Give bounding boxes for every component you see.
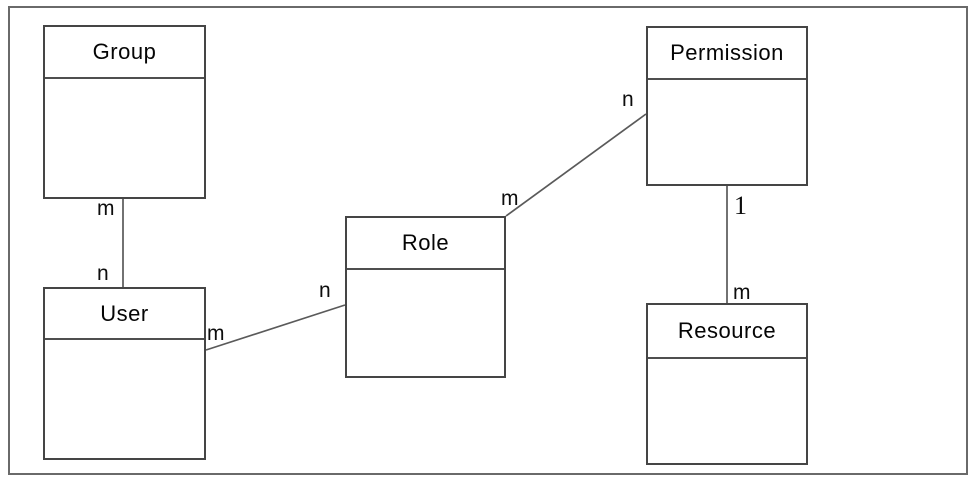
entity-box-role: Role <box>345 216 506 378</box>
entity-header-role: Role <box>347 218 504 270</box>
entity-box-user: User <box>43 287 206 460</box>
entity-header-resource: Resource <box>648 305 806 359</box>
entity-header-user: User <box>45 289 204 340</box>
entity-title-group: Group <box>92 39 157 64</box>
entity-header-permission: Permission <box>648 28 806 80</box>
entity-title-resource: Resource <box>677 318 777 343</box>
entity-box-resource: Resource <box>646 303 808 465</box>
entity-title-role: Role <box>401 230 450 255</box>
entity-header-group: Group <box>45 27 204 79</box>
entity-box-permission: Permission <box>646 26 808 186</box>
entity-box-group: Group <box>43 25 206 199</box>
diagram-frame <box>8 6 968 475</box>
entity-title-permission: Permission <box>670 40 784 65</box>
entity-title-user: User <box>100 300 149 326</box>
